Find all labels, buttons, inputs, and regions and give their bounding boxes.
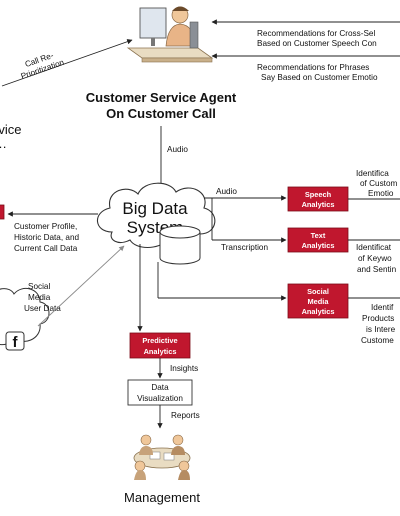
customer-data-line1: Customer Profile,: [14, 222, 77, 231]
text-output-line1: Identificat: [356, 243, 392, 252]
predictive-analytics-line1: Predictive: [142, 336, 177, 345]
text-analytics-line2: Analytics: [302, 241, 335, 250]
transcription-label: Transcription: [221, 243, 268, 252]
data-visualization-box: [127, 379, 193, 406]
insights-label: Insights: [170, 364, 198, 373]
social-input-line3: User Data: [24, 304, 61, 313]
facebook-icon: f: [5, 331, 25, 351]
management-label: Management: [124, 490, 200, 505]
social-input-line2: Media: [28, 293, 51, 302]
text-analytics-box: [287, 227, 349, 253]
speech-output-line3: Emotio: [368, 189, 394, 198]
cross-sell-line2: Based on Customer Speech Con: [257, 39, 377, 48]
predictive-analytics-line2: Analytics: [144, 347, 177, 356]
text-analytics-line1: Text: [311, 231, 326, 240]
social-input-line1: Social: [28, 282, 50, 291]
social-input-arrow: [37, 245, 125, 327]
agent-title-line2: On Customer Call: [106, 106, 216, 121]
social-analytics-line1: Social: [307, 287, 329, 296]
customer-service-partial-label-2: …: [0, 136, 7, 151]
facebook-letter: f: [13, 334, 19, 351]
cross-sell-line1: Recommendations for Cross-Sel: [257, 29, 375, 38]
audio-down-label: Audio: [167, 145, 188, 154]
social-analytics-line2: Media: [308, 297, 330, 306]
data-visualization-line2: Visualization: [137, 394, 183, 403]
management-meeting-icon: [133, 434, 191, 480]
speech-output-line1: Identifica: [356, 169, 389, 178]
phrases-line2: Say Based on Customer Emotio: [261, 73, 378, 82]
phrases-line1: Recommendations for Phrases: [257, 63, 369, 72]
social-media-analytics-box: [287, 283, 349, 319]
database-icon: [159, 225, 201, 265]
speech-output-line2: of Custom: [360, 179, 397, 188]
speech-analytics-line1: Speech: [305, 190, 332, 199]
customer-profile-source-partial: [0, 204, 5, 220]
data-visualization-line1: Data: [151, 383, 169, 392]
big-data-line1: Big Data: [122, 199, 188, 218]
agent-title-line1: Customer Service Agent: [86, 90, 237, 105]
audio-right-label: Audio: [216, 187, 237, 196]
social-output-line2: Products: [362, 314, 394, 323]
call-reprioritization-label: Call Re- Prioritization: [20, 51, 66, 81]
call-reprioritization-arrow: [1, 39, 133, 87]
speech-analytics-line2: Analytics: [302, 200, 335, 209]
text-output-line2: of Keywo: [358, 254, 392, 263]
social-output-line4: Custome: [361, 336, 394, 345]
text-output-line3: and Sentin: [357, 265, 397, 274]
agent-at-desk-icon: [126, 6, 214, 63]
customer-service-partial-label: rvice: [0, 122, 21, 137]
social-analytics-line3: Analytics: [302, 307, 335, 316]
customer-data-line2: Historic Data, and: [14, 233, 80, 242]
reports-label: Reports: [171, 411, 200, 420]
social-output-line1: Identif: [371, 303, 394, 312]
customer-data-line3: Current Call Data: [14, 244, 78, 253]
social-output-line3: is Intere: [366, 325, 396, 334]
predictive-analytics-box: [129, 332, 191, 359]
